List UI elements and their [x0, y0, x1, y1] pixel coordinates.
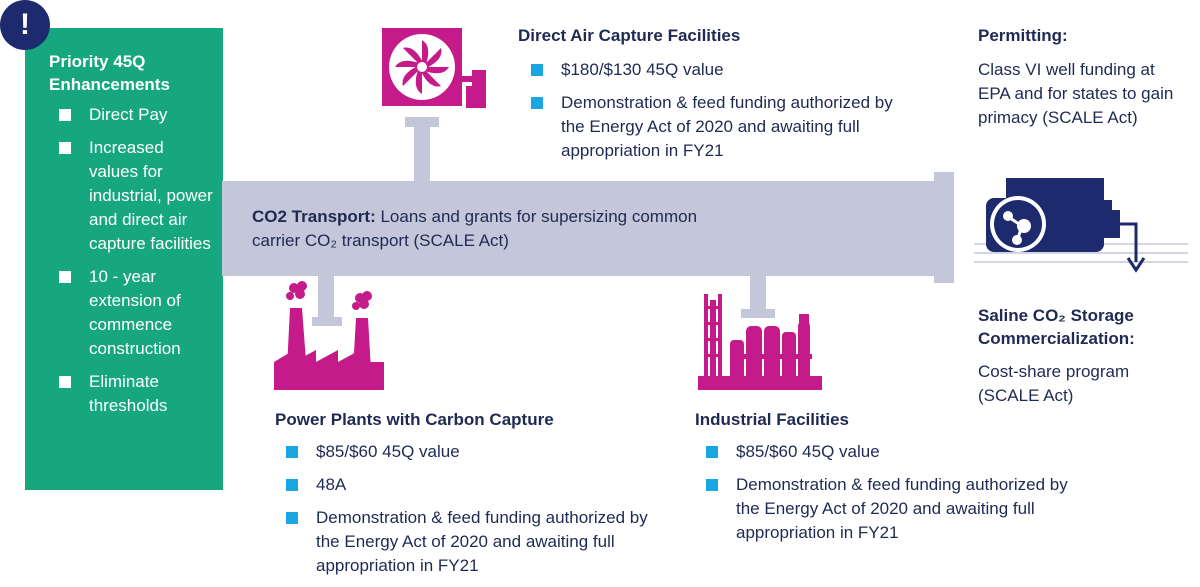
priority-item-text: Direct Pay	[89, 105, 168, 124]
priority-item-text: Eliminate thresholds	[89, 372, 168, 415]
transport-label: CO2 Transport:	[252, 207, 376, 226]
priority-item: Eliminate thresholds	[49, 370, 213, 418]
industrial-item-text: $85/$60 45Q value	[736, 442, 880, 461]
storage-tank-icon	[974, 178, 1188, 273]
transport-description: CO2 Transport: Loans and grants for supe…	[252, 205, 722, 253]
power-plant-icon	[274, 281, 384, 390]
priority-item-text: 10 - year extension of commence construc…	[89, 267, 181, 358]
industrial-item: Demonstration & feed funding authorized …	[706, 473, 1086, 545]
bullet-square-icon	[59, 271, 71, 283]
pipe-cap-industrial	[741, 309, 775, 318]
permitting-text: Class VI well funding at EPA and for sta…	[978, 60, 1174, 127]
bullet-square-icon	[59, 109, 71, 121]
dac-item: Demonstration & feed funding authorized …	[531, 91, 911, 163]
pipe-cap-power	[312, 317, 342, 326]
dac-title: Direct Air Capture Facilities	[518, 26, 741, 45]
power-plants-item: $85/$60 45Q value	[286, 440, 666, 464]
saline-storage-title: Saline CO₂ Storage Commercialization:	[978, 306, 1135, 348]
pipe-flange	[934, 172, 954, 283]
power-plants-list: $85/$60 45Q value 48A Demonstration & fe…	[286, 440, 666, 587]
pipe-stem-industrial	[750, 275, 766, 311]
power-plants-item: 48A	[286, 473, 666, 497]
power-plants-title: Power Plants with Carbon Capture	[275, 410, 554, 429]
bullet-square-icon	[706, 446, 718, 458]
bullet-square-icon	[531, 64, 543, 76]
alert-icon: !	[0, 0, 50, 50]
priority-item: Increased values for industrial, power a…	[49, 136, 213, 256]
power-plants-item-text: $85/$60 45Q value	[316, 442, 460, 461]
industrial-item-text: Demonstration & feed funding authorized …	[736, 475, 1068, 542]
power-plants-item-text: Demonstration & feed funding authorized …	[316, 508, 648, 575]
fan-icon	[382, 28, 486, 108]
pipe-cap-dac	[405, 117, 439, 127]
transport-text: Loans and grants for supersizing common …	[252, 207, 698, 250]
pipe-stem-dac	[414, 124, 430, 182]
priority-panel: Priority 45Q Enhancements Direct Pay Inc…	[25, 28, 223, 490]
power-plants-item-text: 48A	[316, 475, 347, 494]
power-plants-item: Demonstration & feed funding authorized …	[286, 506, 666, 578]
priority-item-text: Increased values for industrial, power a…	[89, 138, 213, 253]
dac-list: $180/$130 45Q value Demonstration & feed…	[531, 58, 911, 172]
bullet-square-icon	[59, 142, 71, 154]
bullet-square-icon	[286, 512, 298, 524]
pipe-stem-power	[318, 275, 334, 319]
priority-list: Direct Pay Increased values for industri…	[49, 103, 213, 418]
bullet-square-icon	[706, 479, 718, 491]
priority-item: 10 - year extension of commence construc…	[49, 265, 213, 361]
priority-item: Direct Pay	[49, 103, 213, 127]
industrial-facility-icon	[698, 294, 822, 390]
saline-storage-text: Cost-share program (SCALE Act)	[978, 362, 1130, 405]
industrial-title: Industrial Facilities	[695, 410, 849, 429]
bullet-square-icon	[59, 376, 71, 388]
transport-pipe	[222, 181, 936, 276]
down-arrow-icon	[1126, 257, 1146, 273]
industrial-item: $85/$60 45Q value	[706, 440, 1086, 464]
dac-item-text: $180/$130 45Q value	[561, 60, 724, 79]
bullet-square-icon	[286, 446, 298, 458]
dac-item-text: Demonstration & feed funding authorized …	[561, 93, 893, 160]
industrial-list: $85/$60 45Q value Demonstration & feed f…	[706, 440, 1086, 554]
bullet-square-icon	[286, 479, 298, 491]
bullet-square-icon	[531, 97, 543, 109]
dac-item: $180/$130 45Q value	[531, 58, 911, 82]
permitting-title: Permitting:	[978, 26, 1068, 45]
priority-panel-title: Priority 45Q Enhancements	[49, 52, 170, 94]
